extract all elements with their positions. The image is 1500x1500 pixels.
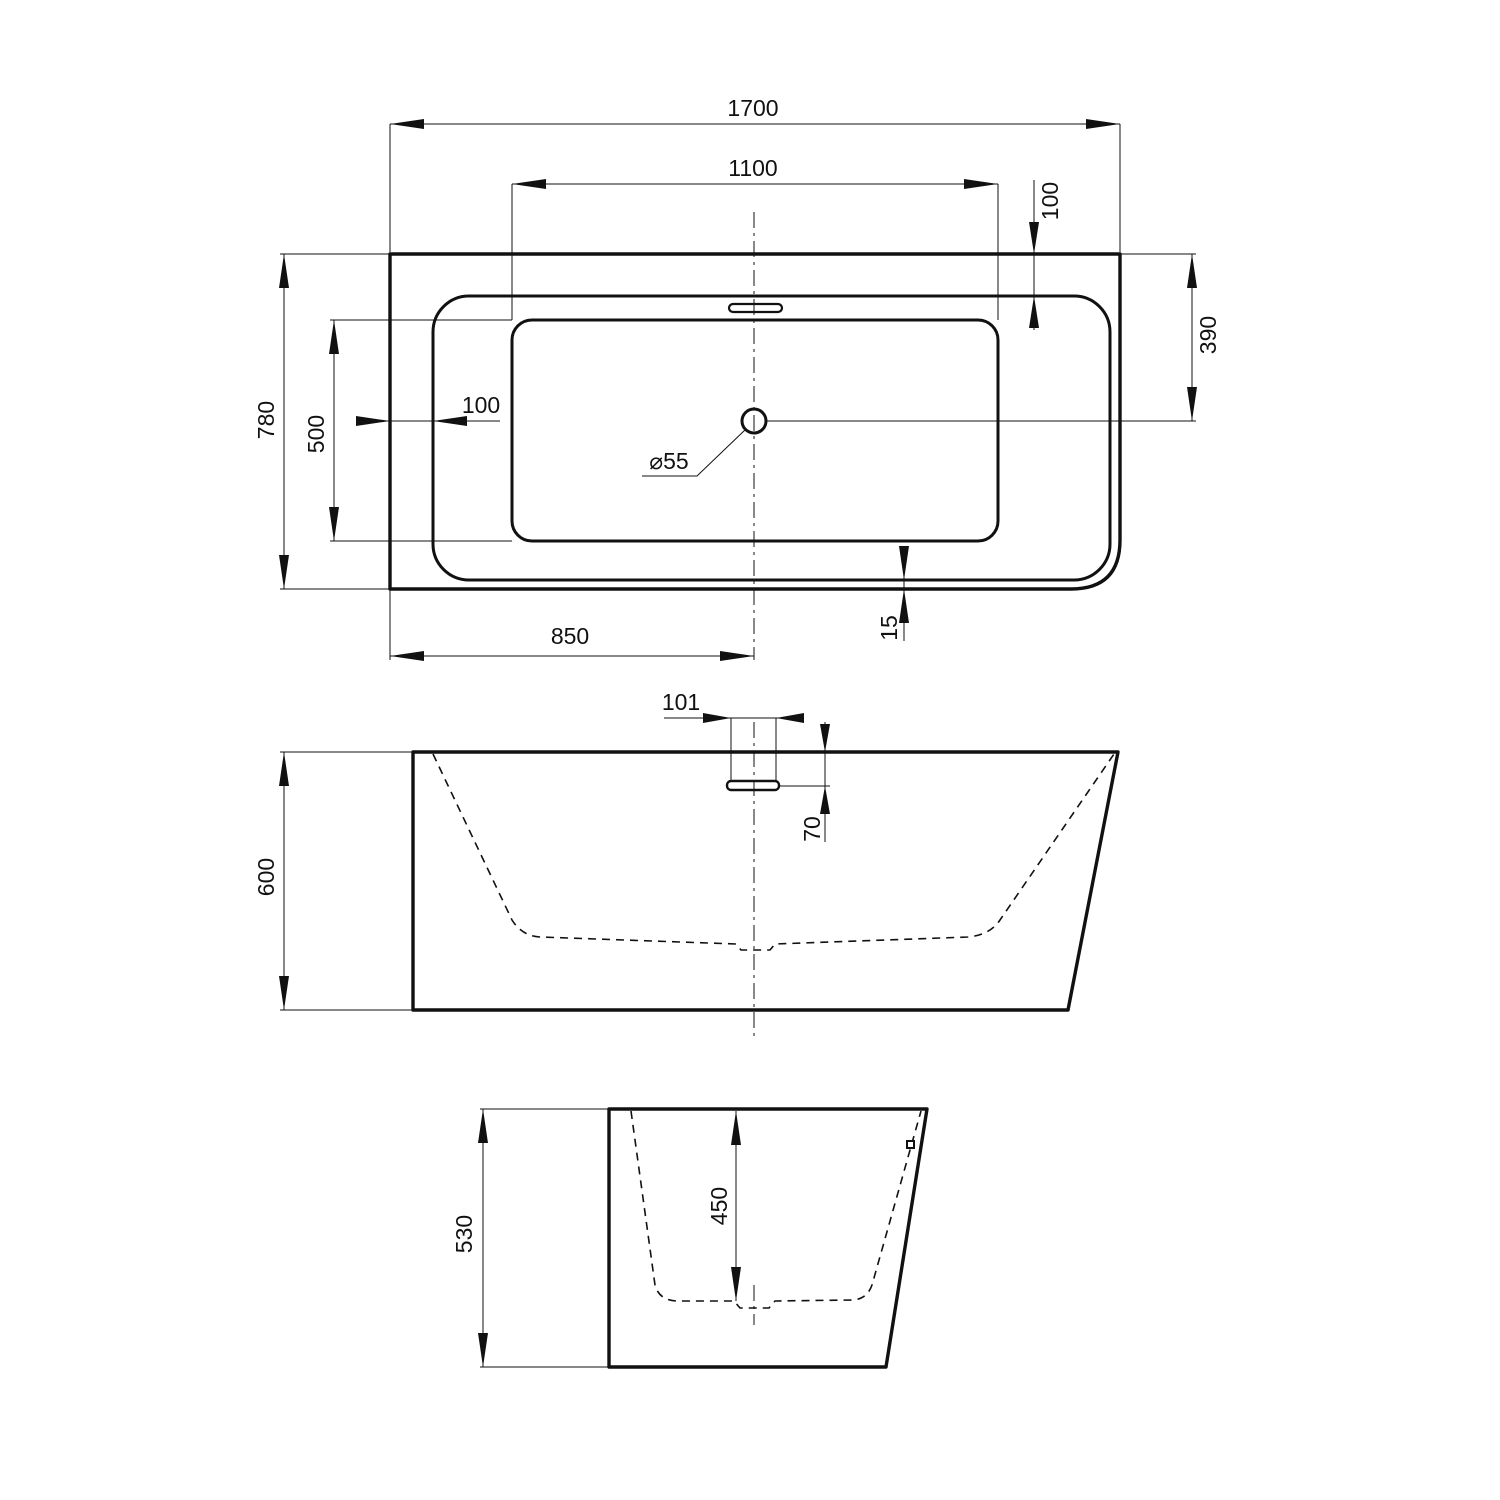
front-inner-basin-hidden xyxy=(432,753,1115,951)
dim-drain-offset-y-label: 390 xyxy=(1195,316,1221,354)
front-overflow xyxy=(725,779,781,792)
plan-view: 1700 1100 100 390 780 500 xyxy=(253,95,1221,661)
plan-rim-contour xyxy=(431,294,1112,582)
plan-overflow-slot xyxy=(727,302,784,314)
dim-drain-diameter-label: ⌀55 xyxy=(649,448,688,474)
front-view: 101 70 600 xyxy=(253,689,1120,1040)
front-outer-contour xyxy=(411,750,1120,1012)
dim-inner-depth-label: 450 xyxy=(706,1187,732,1225)
dim-basin-width-label: 500 xyxy=(303,415,329,453)
dim-width-label: 780 xyxy=(253,401,279,439)
dim-overflow-height-label: 70 xyxy=(799,816,825,842)
side-inner-basin-hidden xyxy=(630,1110,922,1309)
plan-basin xyxy=(510,318,1000,543)
dim-depth-top-label: 100 xyxy=(1037,182,1063,220)
side-view: 530 450 xyxy=(451,1107,929,1369)
plan-outer-contour xyxy=(388,252,1122,591)
side-overflow xyxy=(906,1140,915,1149)
dim-drain-offset-x-label: 850 xyxy=(551,623,589,649)
dim-rim-thickness-label: 15 xyxy=(876,615,902,641)
drain-leader xyxy=(642,428,747,477)
dim-length-label: 1700 xyxy=(727,95,778,121)
side-outer-contour xyxy=(607,1107,929,1369)
dim-front-height-label: 600 xyxy=(253,858,279,896)
dim-rim-left-label: 100 xyxy=(462,392,500,418)
dim-basin-length-label: 1100 xyxy=(728,155,777,181)
dim-side-height-label: 530 xyxy=(451,1215,477,1253)
dim-overflow-width-label: 101 xyxy=(662,689,700,715)
